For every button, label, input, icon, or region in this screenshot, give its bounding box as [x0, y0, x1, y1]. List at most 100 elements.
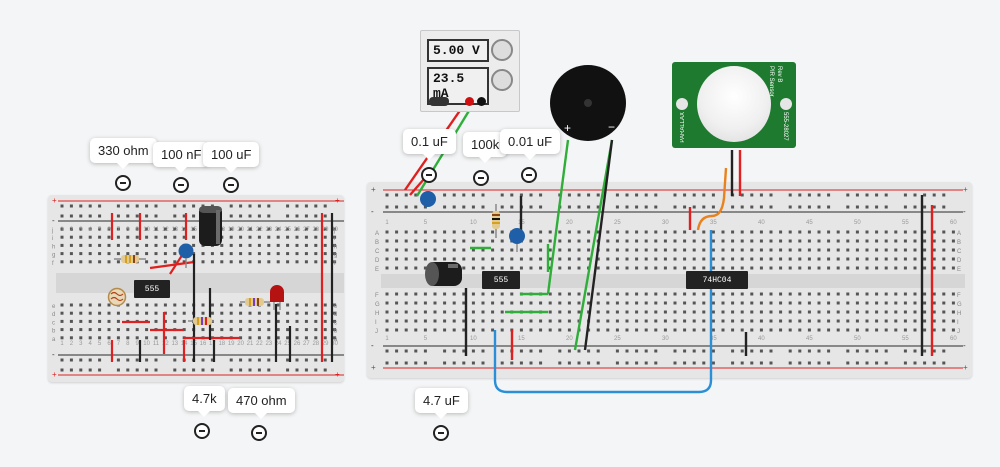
- terminal-hole: [433, 239, 437, 243]
- terminal-hole: [333, 227, 337, 231]
- resistor-100k[interactable]: [492, 204, 500, 238]
- wire-green[interactable]: [546, 139, 570, 295]
- rail-hole: [116, 368, 120, 372]
- rail-hole: [314, 358, 318, 362]
- terminal-hole: [827, 230, 831, 234]
- terminal-hole: [239, 252, 243, 256]
- terminal-hole: [875, 248, 879, 252]
- resistor-330[interactable]: [114, 255, 146, 263]
- right-board-components[interactable]: + −: [420, 65, 626, 286]
- terminal-hole: [702, 266, 706, 270]
- terminal-hole: [295, 319, 299, 323]
- terminal-hole: [865, 301, 869, 305]
- left-board-components[interactable]: [107, 206, 285, 325]
- photoresistor[interactable]: [107, 287, 127, 307]
- terminal-hole: [731, 301, 735, 305]
- rail-hole: [404, 361, 408, 365]
- left-555-timer-chip[interactable]: 555: [134, 280, 170, 298]
- terminal-hole: [79, 252, 83, 256]
- column-label: 40: [758, 220, 765, 226]
- terminal-hole: [481, 310, 485, 314]
- capacitor-0-1uf[interactable]: [420, 191, 436, 207]
- wire-green[interactable]: [573, 139, 614, 351]
- terminal-hole: [433, 328, 437, 332]
- terminal-hole: [145, 227, 149, 231]
- pir-sensor[interactable]: PIR Sensor Rev B PARALLAX 555-28027: [672, 62, 796, 148]
- wire-red[interactable]: [149, 260, 195, 270]
- terminal-hole: [894, 319, 898, 323]
- rail-hole: [295, 204, 299, 208]
- remove-resistor-4-7k-button[interactable]: [194, 423, 210, 439]
- terminal-hole: [644, 257, 648, 261]
- rail-polarity-label: -: [371, 341, 374, 350]
- resistor-470[interactable]: [240, 298, 270, 306]
- rail-hole: [286, 368, 290, 372]
- terminal-hole: [529, 248, 533, 252]
- power-switch[interactable]: [429, 97, 449, 106]
- terminal-hole: [721, 319, 725, 323]
- terminal-hole: [894, 266, 898, 270]
- rail-hole: [154, 368, 158, 372]
- remove-capacitor-4-7uf-button[interactable]: [433, 425, 449, 441]
- rail-hole: [673, 205, 677, 209]
- terminal-hole: [836, 266, 840, 270]
- rail-hole: [173, 358, 177, 362]
- rail-hole: [423, 349, 427, 353]
- capacitor-4-7uf[interactable]: [425, 262, 462, 286]
- led-red[interactable]: [270, 285, 284, 310]
- negative-terminal[interactable]: [477, 97, 486, 106]
- rail-hole: [596, 349, 600, 353]
- remove-capacitor-100uf-button[interactable]: [223, 177, 239, 193]
- terminal-hole: [88, 303, 92, 307]
- power-supply[interactable]: 5.00 V 23.5 mA: [420, 30, 520, 112]
- remove-capacitor-100nf-button[interactable]: [173, 177, 189, 193]
- terminal-hole: [644, 239, 648, 243]
- remove-resistor-330-button[interactable]: [115, 175, 131, 191]
- terminal-hole: [836, 301, 840, 305]
- terminal-hole: [257, 260, 261, 264]
- rail-hole: [304, 368, 308, 372]
- positive-terminal[interactable]: [465, 97, 474, 106]
- terminal-hole: [333, 235, 337, 239]
- inverter-74hc04-chip[interactable]: 74HC04: [686, 271, 748, 289]
- wire-black[interactable]: [583, 139, 614, 351]
- remove-resistor-470-button[interactable]: [251, 425, 267, 441]
- right-555-timer-chip[interactable]: 555: [482, 271, 520, 289]
- remove-capacitor-0-1uf-button[interactable]: [421, 167, 437, 183]
- rail-hole: [577, 205, 581, 209]
- wire-blue[interactable]: [493, 230, 713, 394]
- terminal-hole: [903, 310, 907, 314]
- resistor-4-7k[interactable]: [188, 317, 214, 325]
- terminal-hole: [625, 257, 629, 261]
- rail-hole: [798, 193, 802, 197]
- voltage-knob[interactable]: [491, 39, 513, 61]
- label-capacitor-4-7uf: 4.7 uF: [415, 388, 468, 419]
- remove-resistor-100k-button[interactable]: [473, 170, 489, 186]
- wire-orange[interactable]: [696, 167, 728, 231]
- column-label: 5: [98, 341, 102, 347]
- rail-hole: [385, 205, 389, 209]
- terminal-hole: [587, 257, 591, 261]
- remove-capacitor-0-01uf-button[interactable]: [521, 167, 537, 183]
- rail-hole: [567, 193, 571, 197]
- terminal-hole: [884, 310, 888, 314]
- column-label: 1: [60, 227, 64, 233]
- terminal-hole: [414, 310, 418, 314]
- terminal-hole: [769, 292, 773, 296]
- terminal-hole: [567, 328, 571, 332]
- rail-hole: [295, 214, 299, 218]
- capacitor-0-01uf[interactable]: [509, 228, 525, 252]
- current-knob[interactable]: [491, 69, 513, 91]
- terminal-hole: [913, 248, 917, 252]
- terminal-hole: [192, 227, 196, 231]
- rail-hole: [875, 205, 879, 209]
- terminal-hole: [135, 336, 139, 340]
- terminal-hole: [807, 257, 811, 261]
- capacitor-100uf[interactable]: [199, 206, 222, 246]
- terminal-hole: [154, 336, 158, 340]
- left-board-wires[interactable]: [110, 213, 334, 362]
- terminal-hole: [220, 243, 224, 247]
- capacitor-100nf[interactable]: [178, 243, 194, 269]
- piezo-buzzer[interactable]: + −: [550, 65, 626, 141]
